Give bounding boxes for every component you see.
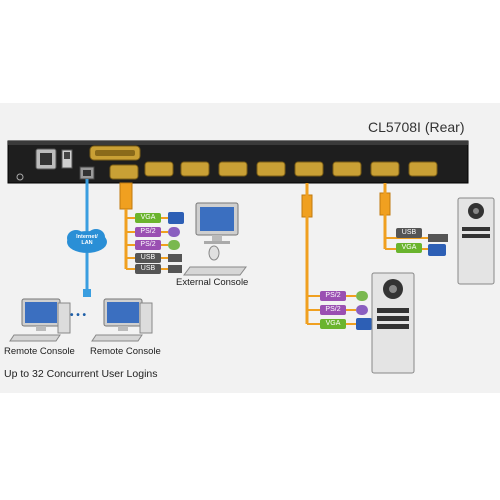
mouse-icon — [208, 245, 220, 261]
external-console-icon — [183, 202, 247, 276]
connection-diagram — [7, 140, 495, 374]
ext-port-tag-usb-2: USB — [135, 264, 161, 274]
pc2-port-tag-vga: VGA — [320, 319, 346, 329]
computer-tower-icon — [457, 197, 495, 285]
kvm-ports — [144, 161, 438, 177]
ext-port-tag-vga: VGA — [135, 213, 161, 223]
ps2-connector-icon — [356, 305, 368, 315]
pc2-port-tag-ps2-1: PS/2 — [320, 291, 346, 301]
keyboard-icon — [183, 266, 247, 276]
remote-console-label-1: Remote Console — [4, 346, 75, 357]
remote-console-label-2: Remote Console — [90, 346, 161, 357]
ext-port-tag-usb-1: USB — [135, 253, 161, 263]
usb-connector-icon — [168, 265, 182, 273]
usb-connector-icon — [428, 234, 448, 242]
vga-connector-icon — [356, 318, 372, 330]
ellipsis-dots: • • • — [70, 310, 87, 321]
pc2-port-tag-ps2-2: PS/2 — [320, 305, 346, 315]
ps2-keyboard-connector-icon — [168, 227, 180, 237]
pc1-port-tag-vga: VGA — [396, 243, 422, 253]
console-vga-port-icon — [109, 164, 139, 180]
computer-tower-icon — [371, 272, 415, 374]
diagram-title: CL5708I (Rear) — [368, 119, 465, 135]
footer-caption: Up to 32 Concurrent User Logins — [4, 368, 158, 380]
usb-connector-icon — [168, 254, 182, 262]
external-console-label: External Console — [176, 277, 249, 288]
pc1-port-tag-usb: USB — [396, 228, 422, 238]
remote-console-icon — [9, 298, 71, 342]
lan-cable — [83, 179, 91, 297]
network-label: Internet/ LAN — [76, 234, 98, 246]
vga-connector-icon — [428, 244, 446, 256]
kvm-rear-panel — [7, 140, 469, 184]
remote-console-icon — [91, 298, 153, 342]
computer-cables — [301, 183, 448, 330]
ground-icon — [16, 173, 24, 181]
ext-port-tag-ps2-1: PS/2 — [135, 227, 161, 237]
vga-connector-icon — [168, 212, 184, 224]
ext-port-tag-ps2-2: PS/2 — [135, 240, 161, 250]
ps2-connector-icon — [356, 291, 368, 301]
ps2-mouse-connector-icon — [168, 240, 180, 250]
diagram-stage: CL5708I (Rear) Internet/ LAN VGA PS/2 PS… — [0, 103, 500, 393]
network-cloud-icon — [67, 229, 107, 253]
